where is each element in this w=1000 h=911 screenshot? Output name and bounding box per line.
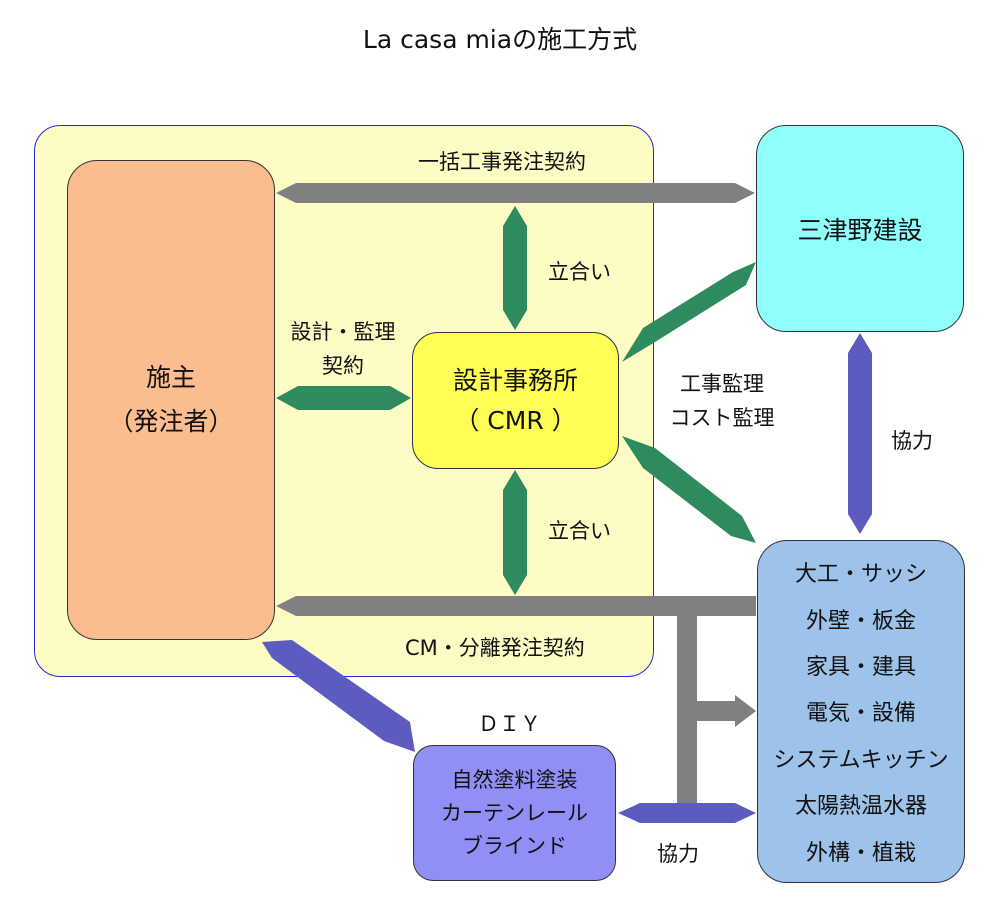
design-contract-label-line: 設計・監理 [290, 320, 396, 344]
trades-item: 大工・サッシ [794, 562, 927, 588]
lump-sum-contract-arrow [276, 183, 755, 203]
trades-item: 家具・建具 [805, 655, 916, 681]
cmr-node-name: 設計事務所 [452, 365, 578, 395]
design-contract-arrow [276, 386, 411, 410]
trades-item: 太陽熱温水器 [794, 794, 927, 820]
trades-node: 大工・サッシ 外壁・板金 家具・建具 電気・設備 システムキッチン 太陽熱温水器… [757, 540, 965, 883]
supervision-label: 工事監理 コスト監理 [660, 367, 784, 435]
diy-heading: ＤＩＹ [478, 712, 541, 736]
cm-contract-label: CM・分離発注契約 [405, 636, 585, 660]
supervision-label-line: 工事監理 [680, 372, 764, 396]
cmr-node-role: （ CMR ） [454, 405, 577, 435]
diy-node: 自然塗料塗装 カーテンレール ブラインド [413, 745, 616, 881]
witness-bottom-arrow [503, 470, 527, 595]
diagram-title: La casa miaの施工方式 [362, 25, 638, 54]
trades-branch-arrow [697, 695, 756, 727]
owner-node-name: 施主 [145, 363, 196, 392]
trades-item: 電気・設備 [805, 701, 916, 727]
diy-item: カーテンレール [441, 800, 588, 825]
witness-top-label: 立合い [548, 260, 611, 284]
cooperation-right-label: 協力 [891, 429, 933, 453]
diy-item: 自然塗料塗装 [451, 767, 578, 792]
trades-item: システムキッチン [773, 747, 949, 773]
owner-diy-arrow [262, 640, 415, 752]
supervision-builder-arrow [622, 262, 756, 362]
design-contract-label-line: 契約 [322, 354, 364, 378]
builder-node: 三津野建設 [756, 125, 964, 332]
cooperation-vertical-arrow [848, 333, 872, 534]
trades-item: 外構・植栽 [805, 840, 916, 866]
cmr-node: 設計事務所 （ CMR ） [412, 332, 619, 469]
supervision-label-line: コスト監理 [669, 406, 775, 430]
cooperation-bottom-label: 協力 [657, 842, 699, 866]
owner-node: 施主 （発注者） [67, 160, 275, 640]
supervision-trades-arrow [622, 436, 756, 543]
cm-split-contract-arrow [276, 596, 756, 616]
design-contract-label: 設計・監理 契約 [287, 315, 399, 383]
witness-bottom-label: 立合い [548, 519, 611, 543]
lump-sum-contract-label: 一括工事発注契約 [418, 150, 586, 174]
owner-node-role: （発注者） [108, 407, 234, 436]
trades-item: 外壁・板金 [805, 608, 916, 634]
diy-item: ブラインド [462, 833, 567, 858]
cooperation-horizontal-arrow [618, 803, 756, 823]
trades-trunk-line [677, 616, 697, 806]
builder-node-name: 三津野建設 [797, 215, 923, 245]
witness-top-arrow [503, 206, 527, 330]
